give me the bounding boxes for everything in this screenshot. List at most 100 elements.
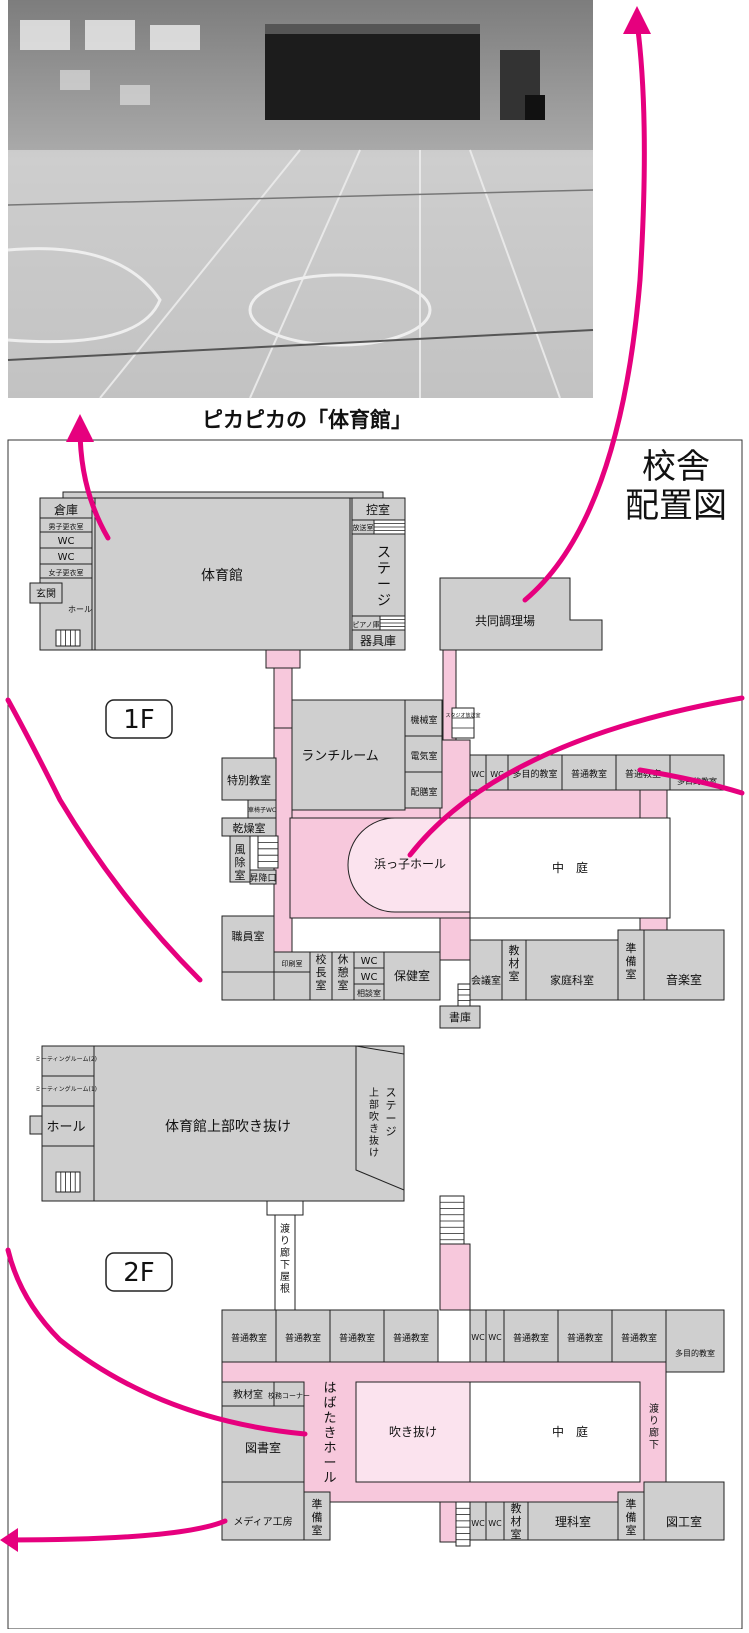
room-classroom: 普通教室 — [513, 1332, 549, 1344]
room-classroom: 普通教室 — [231, 1332, 267, 1344]
room-equipment: 器具庫 — [360, 634, 396, 648]
room-piano: ピアノ庫 — [352, 620, 379, 629]
void-2f — [355, 1381, 471, 1483]
gym-stairs — [55, 629, 81, 647]
room-stage: ステージ — [377, 545, 391, 609]
plan-shape — [221, 1481, 305, 1541]
plan-shape — [229, 835, 251, 883]
room-corridor: 渡り廊下 — [649, 1402, 659, 1451]
gym-photo — [7, 0, 594, 399]
room-classroom: 普通教室 — [567, 1332, 603, 1344]
room-studio: スタジオ放送室 — [445, 712, 480, 719]
plan-shape — [221, 757, 277, 801]
floor-1f-text: 1F — [123, 705, 155, 735]
room-courtyard: 中 庭 — [552, 1424, 588, 1439]
room-classroom: 普通教室 — [393, 1332, 429, 1344]
room-electric: 電気室 — [410, 750, 437, 762]
arrow-heads — [0, 6, 651, 1552]
room-multi: 多目的教室 — [512, 768, 557, 780]
stairs — [55, 1171, 81, 1193]
room-void: 吹き抜け — [389, 1425, 437, 1439]
room-gym: 体育館 — [201, 567, 243, 584]
room-wc: WC — [488, 1333, 502, 1342]
stairs — [257, 835, 279, 869]
plan-shape — [643, 929, 725, 1001]
courtyard-1f — [469, 817, 671, 919]
kitchen-building — [439, 577, 603, 651]
room-wc: WC — [471, 1333, 485, 1342]
room-windbreak: 風除室 — [235, 843, 246, 882]
corridor-bridge-top — [265, 649, 301, 669]
room-health: 保健室 — [394, 968, 430, 983]
map-title-line2: 配置図 — [625, 486, 727, 526]
floor-1f-label: 1F — [105, 699, 173, 739]
room-prep: 準備室 — [626, 1497, 637, 1537]
plan-shape — [404, 771, 443, 809]
room-materials: 教材室 — [509, 944, 520, 983]
room-hama-hall: 浜っ子ホール — [374, 857, 446, 871]
arrow-head-gym — [66, 414, 94, 442]
room-prep: 準備室 — [312, 1497, 323, 1537]
room-print: 印刷室 — [282, 959, 303, 968]
room-kitchen: 共同調理場 — [475, 614, 535, 628]
room-stage-void: 上部吹き抜け — [369, 1087, 379, 1159]
room-wc: WC — [361, 972, 378, 983]
room-science: 理科室 — [555, 1514, 591, 1529]
corridor-bridge — [273, 667, 293, 729]
room-wc: WC — [58, 536, 75, 547]
room-special: 特別教室 — [227, 773, 271, 787]
gym-2f-building — [41, 1045, 405, 1202]
room-principal: 校長室 — [316, 952, 327, 992]
room-wc: WC — [471, 770, 485, 779]
room-meeting: 会議室 — [471, 974, 501, 987]
plan-shape — [303, 1491, 331, 1541]
plan-shape — [469, 939, 503, 1001]
room-media: メディア工房 — [233, 1515, 292, 1528]
plan-shape — [643, 1481, 725, 1541]
room-bridge-roof: 渡り廊下屋根 — [280, 1222, 290, 1295]
room-classroom: 普通教室 — [571, 768, 607, 780]
room-materials: 教材室 — [511, 1502, 522, 1541]
room-music: 音楽室 — [666, 972, 702, 987]
photo-caption: ピカピカの「体育館」 — [202, 408, 412, 432]
room-gym-void: 体育館上部吹き抜け — [165, 1118, 291, 1135]
plan-shape — [503, 1501, 529, 1541]
plan-shape — [221, 915, 275, 973]
courtyard-2f — [469, 1381, 641, 1483]
room-lunchroom: ランチルーム — [301, 749, 379, 764]
room-storage: 倉庫 — [54, 502, 78, 517]
plan-shape — [561, 754, 617, 791]
room-gym-hall: ホール — [68, 605, 92, 614]
room-stair-exit: 昇降口 — [249, 872, 276, 884]
gym-floor — [94, 497, 351, 651]
room-library-store: 書庫 — [449, 1010, 471, 1024]
room-classroom: 普通教室 — [339, 1332, 375, 1344]
plan-shape — [611, 1309, 667, 1363]
room-rest: 休憩室 — [338, 953, 349, 992]
floor-plan: 体育館倉庫男子更衣室WCWC女子更衣室玄関ホール控室放送室ステージピアノ庫器具庫… — [29, 491, 725, 1547]
room-library: 図書室 — [245, 1440, 281, 1455]
plan-shape — [221, 1405, 305, 1483]
plan-shape — [665, 1309, 725, 1373]
map-title-line1: 校舎 — [642, 447, 710, 487]
room-meeting: ミーティングルーム(2) — [35, 1055, 97, 1063]
plan-shape — [351, 629, 406, 651]
room-entrance: 玄関 — [36, 587, 56, 600]
arrow-classroom-right — [637, 767, 745, 796]
arrow-kitchen — [522, 19, 647, 603]
room-multi: 多目的教室 — [675, 1348, 715, 1358]
room-staff: 職員室 — [232, 929, 265, 943]
stage-void — [355, 1045, 405, 1191]
room-wc: WC — [361, 956, 378, 967]
plan-shape — [404, 735, 443, 773]
room-principal-corner: 校務コーナー — [268, 1391, 310, 1400]
plan-shape — [501, 939, 527, 1001]
plan-shape — [329, 1309, 385, 1363]
room-wc: WC — [471, 1519, 485, 1528]
room-wc: WC — [490, 770, 504, 779]
plan-shape — [273, 1381, 305, 1407]
arrow-hall-right — [407, 695, 745, 858]
arrow-habataki — [5, 1247, 308, 1437]
plan-shape — [39, 563, 93, 579]
